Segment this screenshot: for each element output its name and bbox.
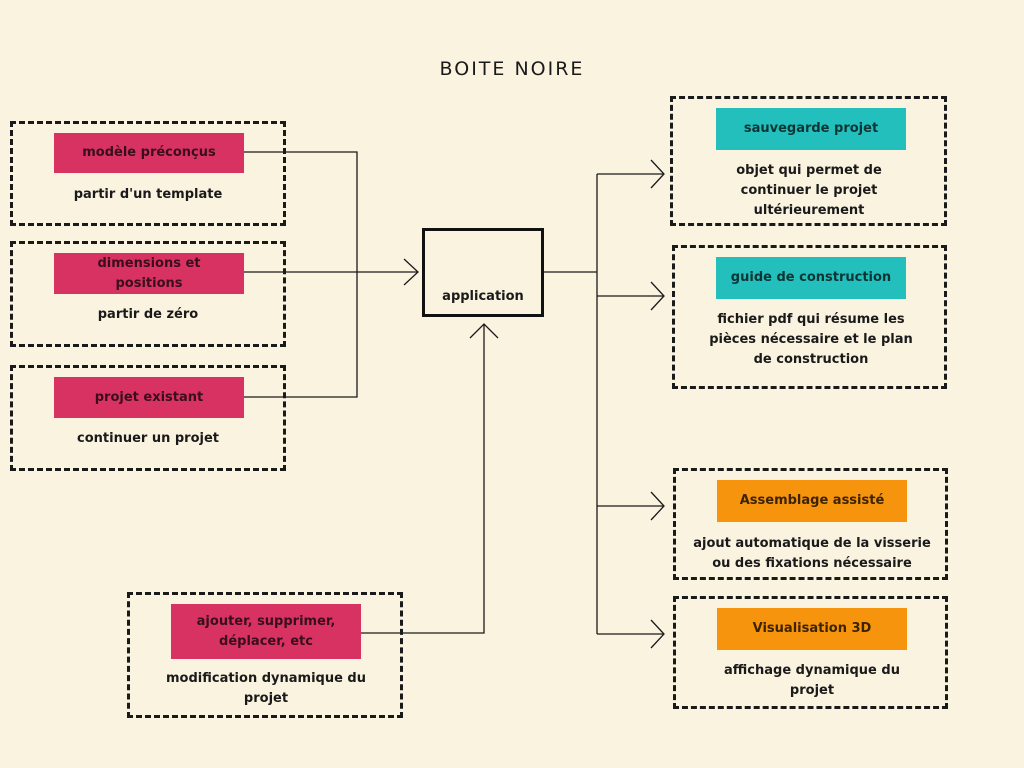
output-tag-3d-view: Visualisation 3D bbox=[717, 608, 907, 650]
modifier-box: ajouter, supprimer, déplacer, etc modifi… bbox=[127, 592, 403, 718]
input-box-existing-project: projet existant continuer un projet bbox=[10, 365, 286, 471]
application-label: application bbox=[442, 289, 524, 304]
input-tag-template: modèle préconçus bbox=[54, 133, 244, 173]
input-box-template: modèle préconçus partir d'un template bbox=[10, 121, 286, 226]
arrowhead-output-2 bbox=[650, 281, 665, 311]
output-tag-save: sauvegarde projet bbox=[716, 108, 906, 150]
connector-modifier bbox=[358, 324, 485, 634]
diagram-title: BOITE NOIRE bbox=[439, 58, 585, 80]
output-description-3d-view: affichage dynamique du projet bbox=[724, 663, 900, 698]
input-box-dimensions: dimensions et positions partir de zéro bbox=[10, 241, 286, 347]
input-tag-existing-project: projet existant bbox=[54, 377, 244, 418]
modifier-tag: ajouter, supprimer, déplacer, etc bbox=[171, 604, 361, 659]
arrowhead-output-4 bbox=[650, 619, 665, 649]
output-tag-assisted-assembly: Assemblage assisté bbox=[717, 480, 907, 522]
arrowhead-output-1 bbox=[650, 159, 665, 189]
output-description-save: objet qui permet de continuer le projet … bbox=[736, 163, 882, 218]
input-description-dimensions: partir de zéro bbox=[97, 307, 199, 322]
application-box: application bbox=[422, 228, 544, 317]
connector-input-1 bbox=[243, 151, 358, 272]
connector-input-3 bbox=[243, 272, 358, 398]
output-box-3d-view: Visualisation 3D affichage dynamique du … bbox=[673, 596, 948, 709]
input-description-template: partir d'un template bbox=[73, 187, 223, 202]
output-tag-build-guide: guide de construction bbox=[716, 257, 906, 299]
input-tag-dimensions: dimensions et positions bbox=[54, 253, 244, 294]
output-box-build-guide: guide de construction fichier pdf qui ré… bbox=[672, 245, 947, 389]
arrowhead-output-3 bbox=[650, 491, 665, 521]
output-box-assisted-assembly: Assemblage assisté ajout automatique de … bbox=[673, 468, 948, 580]
modifier-description: modification dynamique du projet bbox=[165, 671, 366, 706]
arrowhead-to-application bbox=[403, 258, 419, 286]
output-box-save: sauvegarde projet objet qui permet de co… bbox=[670, 96, 947, 226]
input-description-existing-project: continuer un projet bbox=[77, 431, 219, 446]
arrowhead-up-to-application bbox=[469, 323, 499, 339]
output-description-build-guide: fichier pdf qui résume les pièces nécess… bbox=[709, 312, 913, 367]
output-description-assisted-assembly: ajout automatique de la visserie ou des … bbox=[693, 536, 931, 571]
